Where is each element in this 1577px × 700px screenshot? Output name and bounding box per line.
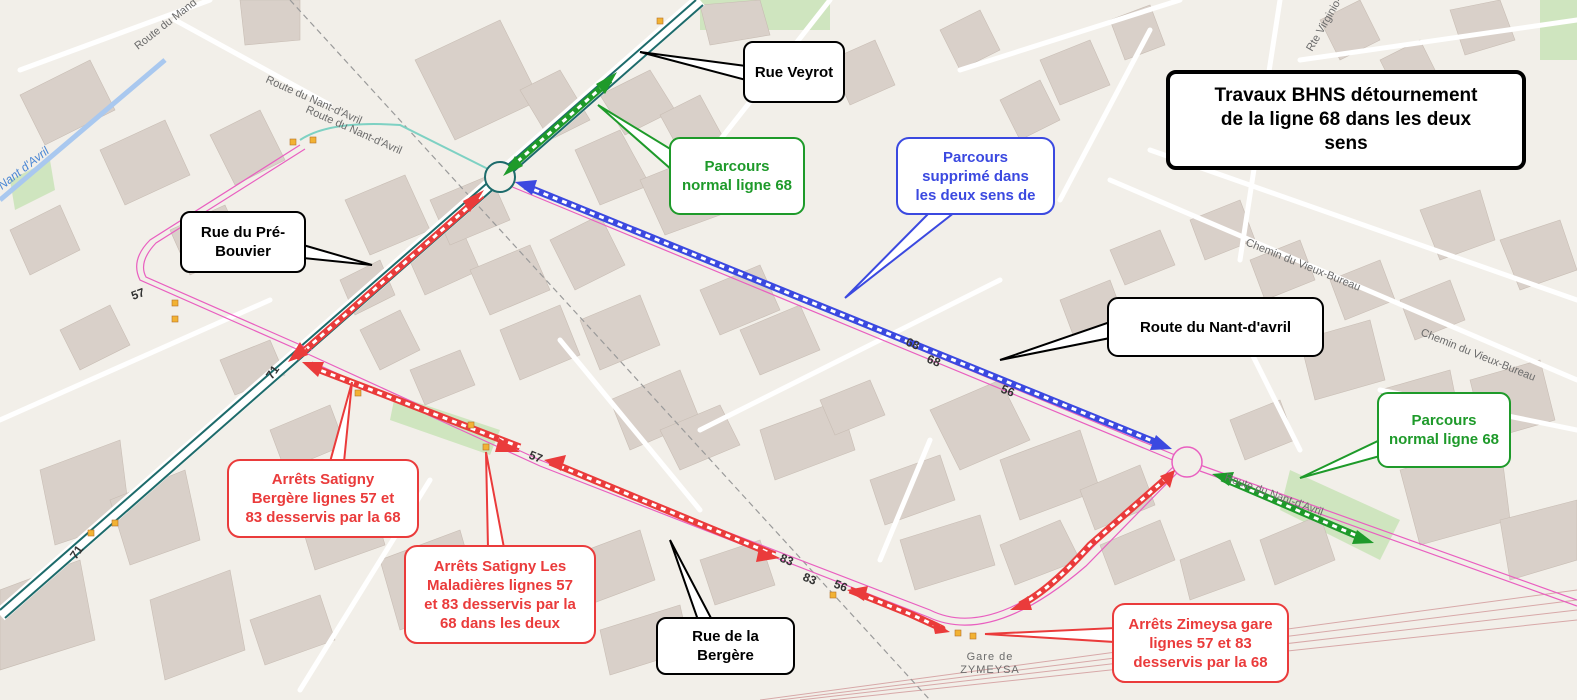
roundabout-east <box>1171 446 1203 478</box>
callout-parcours-normal-2-shape <box>1299 392 1511 479</box>
line-number: 57 <box>129 285 147 303</box>
callout-rue-bergere: Rue de la Bergère <box>692 628 759 664</box>
line-number: 68 <box>925 352 943 370</box>
callout-arrets-maladieres-shape <box>404 451 596 644</box>
callout-parcours-supprime-shape <box>844 137 1055 299</box>
callout-arrets-zimeysa: Arrêts Zimeysa gare lignes 57 et 83 dess… <box>1128 615 1273 671</box>
line-number: 56 <box>832 577 850 595</box>
line-number: 83 <box>778 551 796 569</box>
callout-route-nant-avril: Route du Nant-d'avril <box>1139 318 1292 336</box>
teal-road-line <box>299 123 491 171</box>
removed-route <box>515 180 1172 450</box>
callout-arrets-maladieres: Arrêts Satigny Les Maladières lignes 57 … <box>424 557 576 632</box>
callout-rue-pre-bouvier-shape <box>180 211 373 273</box>
callout-rue-veyrot: Rue Veyrot <box>754 63 834 81</box>
callout-arrets-zimeysa-shape <box>984 603 1289 683</box>
callout-arrets-bergere: Arrêts Satigny Bergère lignes 57 et 83 d… <box>245 471 401 526</box>
bus-stops <box>87 17 977 640</box>
callout-rue-veyrot-shape <box>639 41 845 103</box>
line-number: 83 <box>801 570 819 588</box>
callout-arrets-bergere-shape <box>227 381 419 538</box>
callout-shapes <box>180 41 1511 683</box>
callout-parcours-normal-1: Parcours normal ligne 68 <box>681 158 793 194</box>
line-number: 57 <box>527 448 545 466</box>
map-title: Travaux BHNS détournement de la ligne 68… <box>1166 70 1526 170</box>
line-number: 56 <box>999 382 1017 400</box>
callout-parcours-normal-1-shape <box>597 104 805 215</box>
callout-parcours-normal-2: Parcours normal ligne 68 <box>1388 412 1500 448</box>
line-number: 68 <box>904 335 922 353</box>
callout-parcours-supprime: Parcours supprimé dans les deux sens de <box>915 148 1036 204</box>
callout-rue-pre-bouvier: Rue du Pré- Bouvier <box>200 224 286 260</box>
normal-route <box>503 72 1374 544</box>
boundary-line <box>289 0 931 700</box>
callout-rue-bergere-shape <box>656 539 795 675</box>
callout-route-nant-avril-shape <box>999 297 1324 361</box>
detour-route <box>288 190 1175 634</box>
water-channel <box>0 58 167 202</box>
